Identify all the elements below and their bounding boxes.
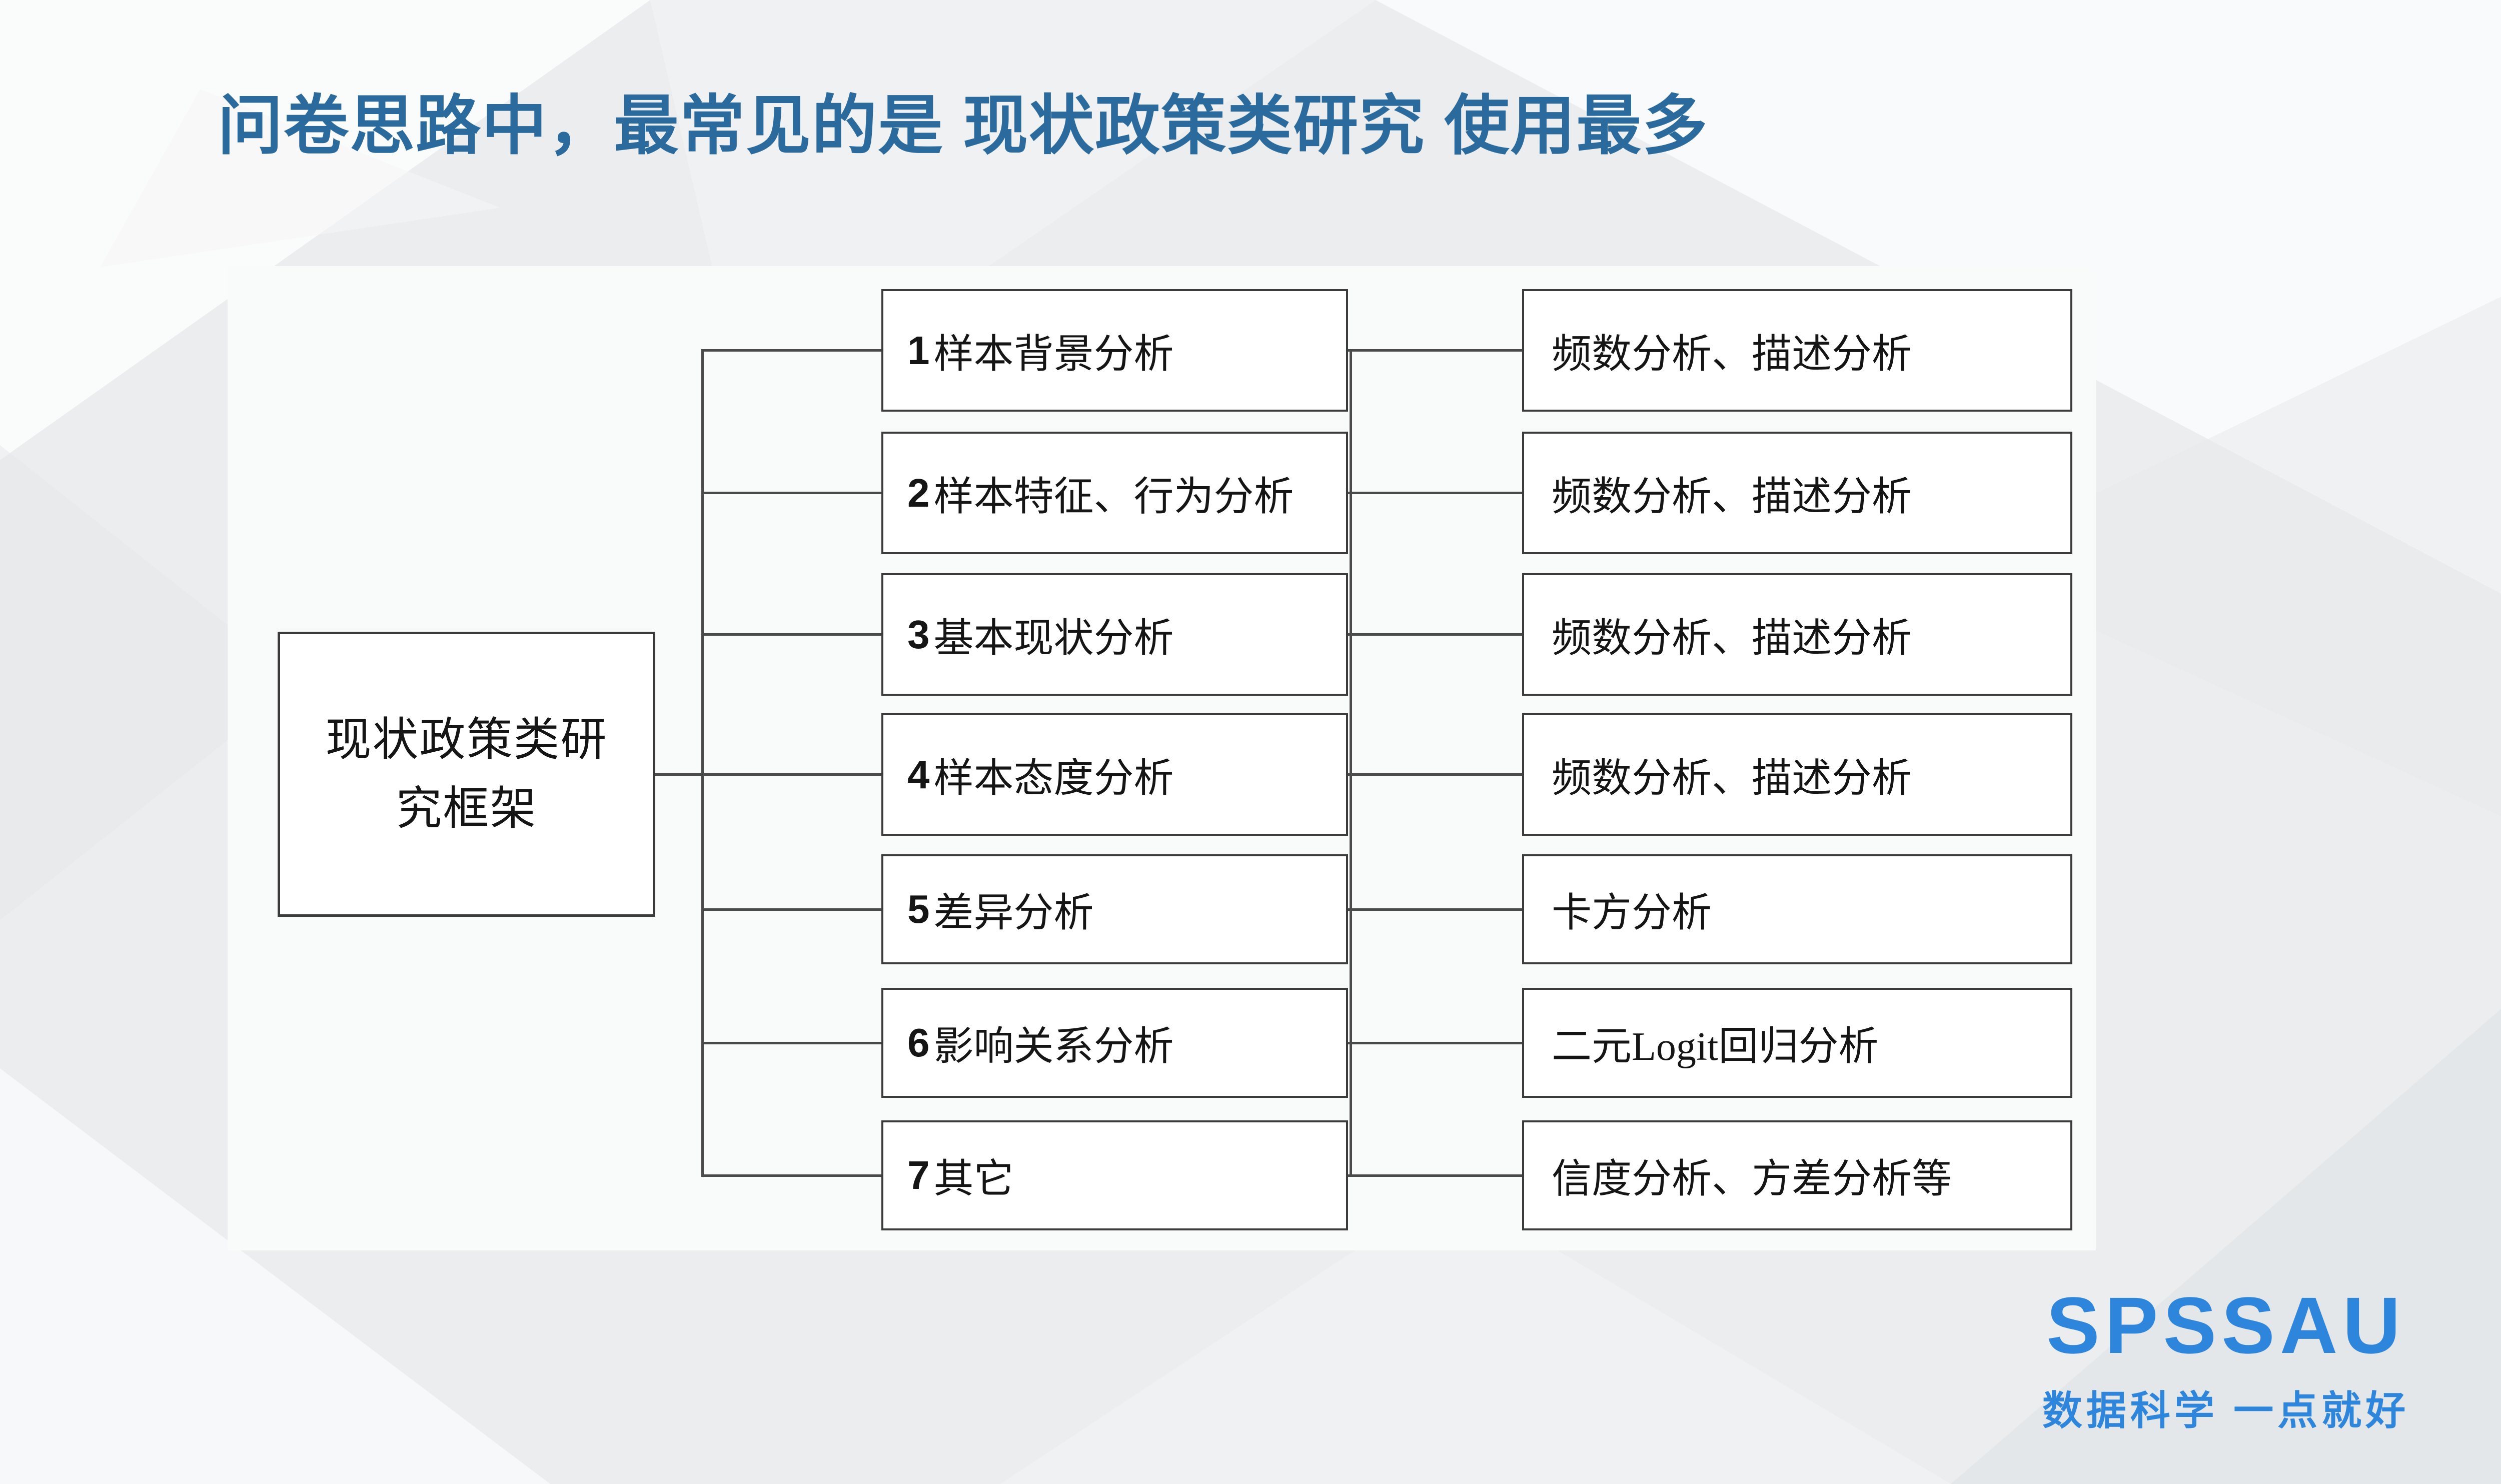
title-highlight: 现状政策类研究 (963, 89, 1426, 162)
connector-line (701, 633, 882, 636)
step-number: 3 (907, 612, 930, 657)
method-label: 信度分析、方差分析等 (1552, 1157, 1952, 1201)
connector-line (1347, 349, 1523, 352)
step-label: 基本现状分析 (933, 616, 1174, 661)
page-title: 问卷思路中，最常见的是 现状政策类研究 使用最多 (218, 85, 1708, 167)
step-label: 样本特征、行为分析 (933, 475, 1294, 519)
method-box-1: 频数分析、描述分析 (1522, 289, 2072, 412)
method-label: 卡方分析 (1552, 891, 1712, 935)
method-box-5: 卡方分析 (1522, 854, 2072, 964)
spssau-logo: SPSSAU 数据科学 一点就好 (2021, 1285, 2431, 1436)
title-suffix: 使用最多 (1425, 89, 1709, 162)
logo-tagline: 数据科学 一点就好 (2042, 1388, 2410, 1433)
connector-line (1347, 1042, 1523, 1044)
step-number: 4 (907, 752, 930, 797)
step-label: 样本态度分析 (933, 756, 1174, 801)
connector-line (701, 1174, 882, 1177)
root-box: 现状政策类研 究框架 (278, 632, 655, 917)
method-box-4: 频数分析、描述分析 (1522, 713, 2072, 836)
step-label: 差异分析 (933, 891, 1094, 935)
step-number: 2 (907, 470, 930, 515)
step-number: 7 (907, 1153, 930, 1197)
connector-line (1347, 633, 1523, 636)
step-label: 样本背景分析 (933, 332, 1174, 377)
connector-line (1347, 908, 1523, 911)
root-box-line1: 现状政策类研 (325, 714, 608, 765)
connector-trunk-left (701, 349, 704, 1176)
connector-line (1347, 492, 1523, 494)
method-label: 频数分析、描述分析 (1552, 616, 1912, 661)
step-label: 其它 (933, 1157, 1014, 1201)
method-box-7: 信度分析、方差分析等 (1522, 1120, 2072, 1230)
connector-line (1347, 1174, 1523, 1177)
connector-trunk-right (1350, 349, 1352, 1176)
connector-line (701, 349, 882, 352)
method-box-6: 二元Logit回归分析 (1522, 988, 2072, 1098)
step-number: 6 (907, 1020, 930, 1065)
step-number: 1 (907, 328, 930, 373)
method-label: 频数分析、描述分析 (1552, 475, 1912, 519)
connector-line (701, 908, 882, 911)
title-prefix: 问卷思路中，最常见的是 (218, 89, 963, 162)
connector-line (653, 773, 882, 776)
connector-line (701, 492, 882, 494)
root-box-line2: 究框架 (396, 783, 537, 834)
method-label: 二元Logit回归分析 (1552, 1025, 1879, 1069)
method-box-3: 频数分析、描述分析 (1522, 573, 2072, 696)
step-number: 5 (907, 887, 930, 931)
method-label: 频数分析、描述分析 (1552, 332, 1912, 377)
connector-line (1347, 773, 1523, 776)
connector-line (701, 1042, 882, 1044)
method-label: 频数分析、描述分析 (1552, 756, 1912, 801)
logo-brand-text: SPSSAU (2046, 1280, 2405, 1370)
method-box-2: 频数分析、描述分析 (1522, 432, 2072, 554)
step-label: 影响关系分析 (933, 1025, 1174, 1069)
